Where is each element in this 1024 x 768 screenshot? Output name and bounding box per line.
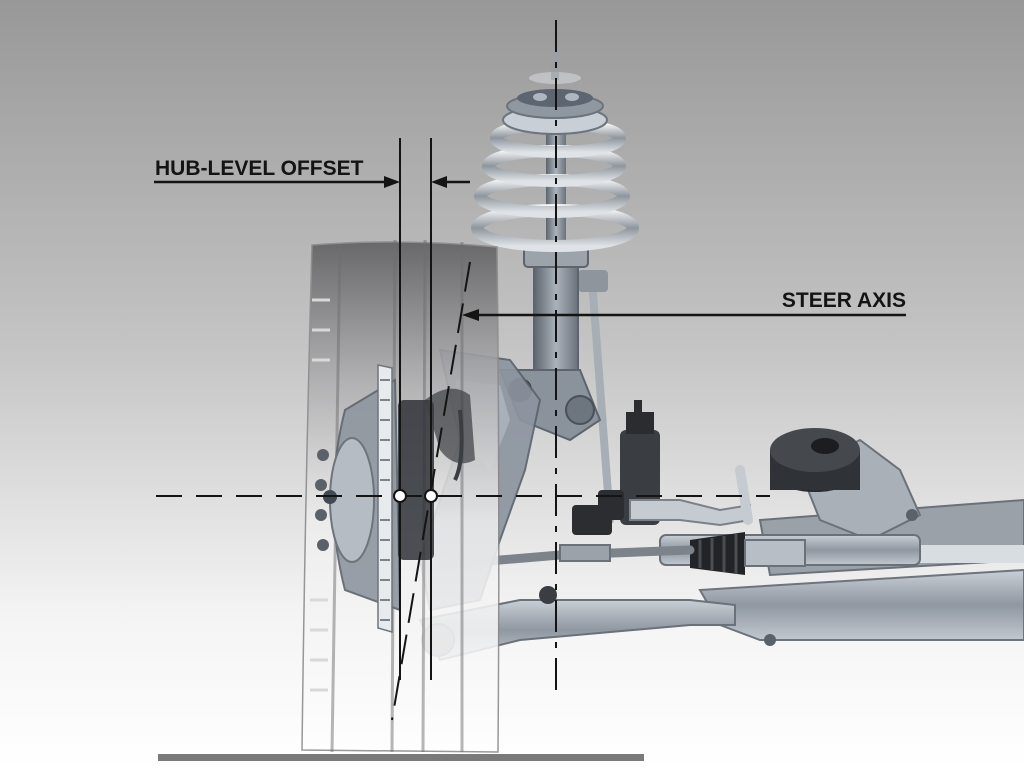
stabilizer-link [572,270,624,535]
steer-intersect-marker [424,489,438,503]
offset-reference-lines [399,138,432,680]
hub-offset-label: HUB-LEVEL OFFSET [155,157,364,180]
hub-offset-callout: HUB-LEVEL OFFSET [154,157,470,188]
ground-line [158,754,644,761]
steering-rack [620,400,921,575]
bushing-mount [770,428,860,492]
steer-axis-label: STEER AXIS [782,289,906,312]
steer-axis-callout: STEER AXIS [462,289,906,321]
brake-rotor [377,364,475,633]
hub-center-marker [393,489,407,503]
